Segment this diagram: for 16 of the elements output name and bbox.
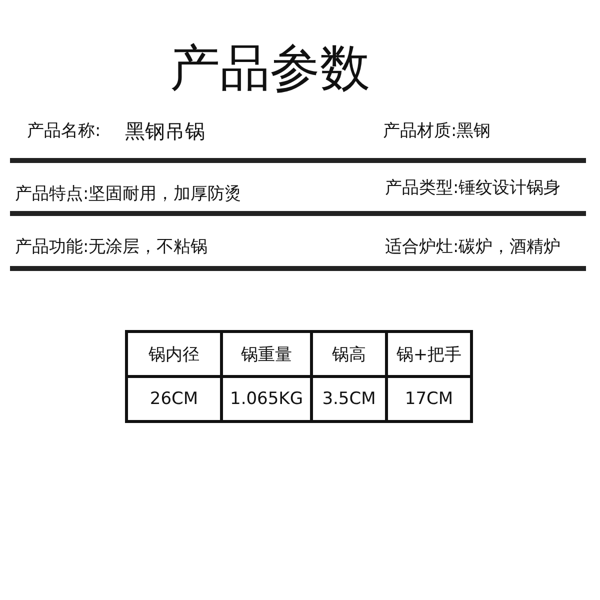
page-title: 产品参数 <box>170 38 370 98</box>
spec-value: 黑钢吊锅 <box>125 120 205 142</box>
spec-text: 产品名称: <box>27 120 101 142</box>
spec-text: 产品特点:坚固耐用，加厚防烫 <box>15 183 242 205</box>
table-cell: 3.5CM <box>312 376 386 422</box>
header-cell: 锅内径 <box>126 332 222 376</box>
header-cell: 锅重量 <box>222 332 312 376</box>
spec-text: 产品材质:黑钢 <box>383 120 491 142</box>
header-cell: 锅高 <box>312 332 386 376</box>
spec-text: 产品类型:锤纹设计锅身 <box>385 177 561 199</box>
table-cell: 26CM <box>126 376 222 422</box>
spec-text: 产品功能:无涂层，不粘锅 <box>15 236 208 258</box>
header-cell: 锅+把手 <box>386 332 472 376</box>
table-cell: 17CM <box>386 376 472 422</box>
spec-text: 适合炉灶:碳炉，酒精炉 <box>385 236 561 258</box>
table-cell: 1.065KG <box>222 376 312 422</box>
